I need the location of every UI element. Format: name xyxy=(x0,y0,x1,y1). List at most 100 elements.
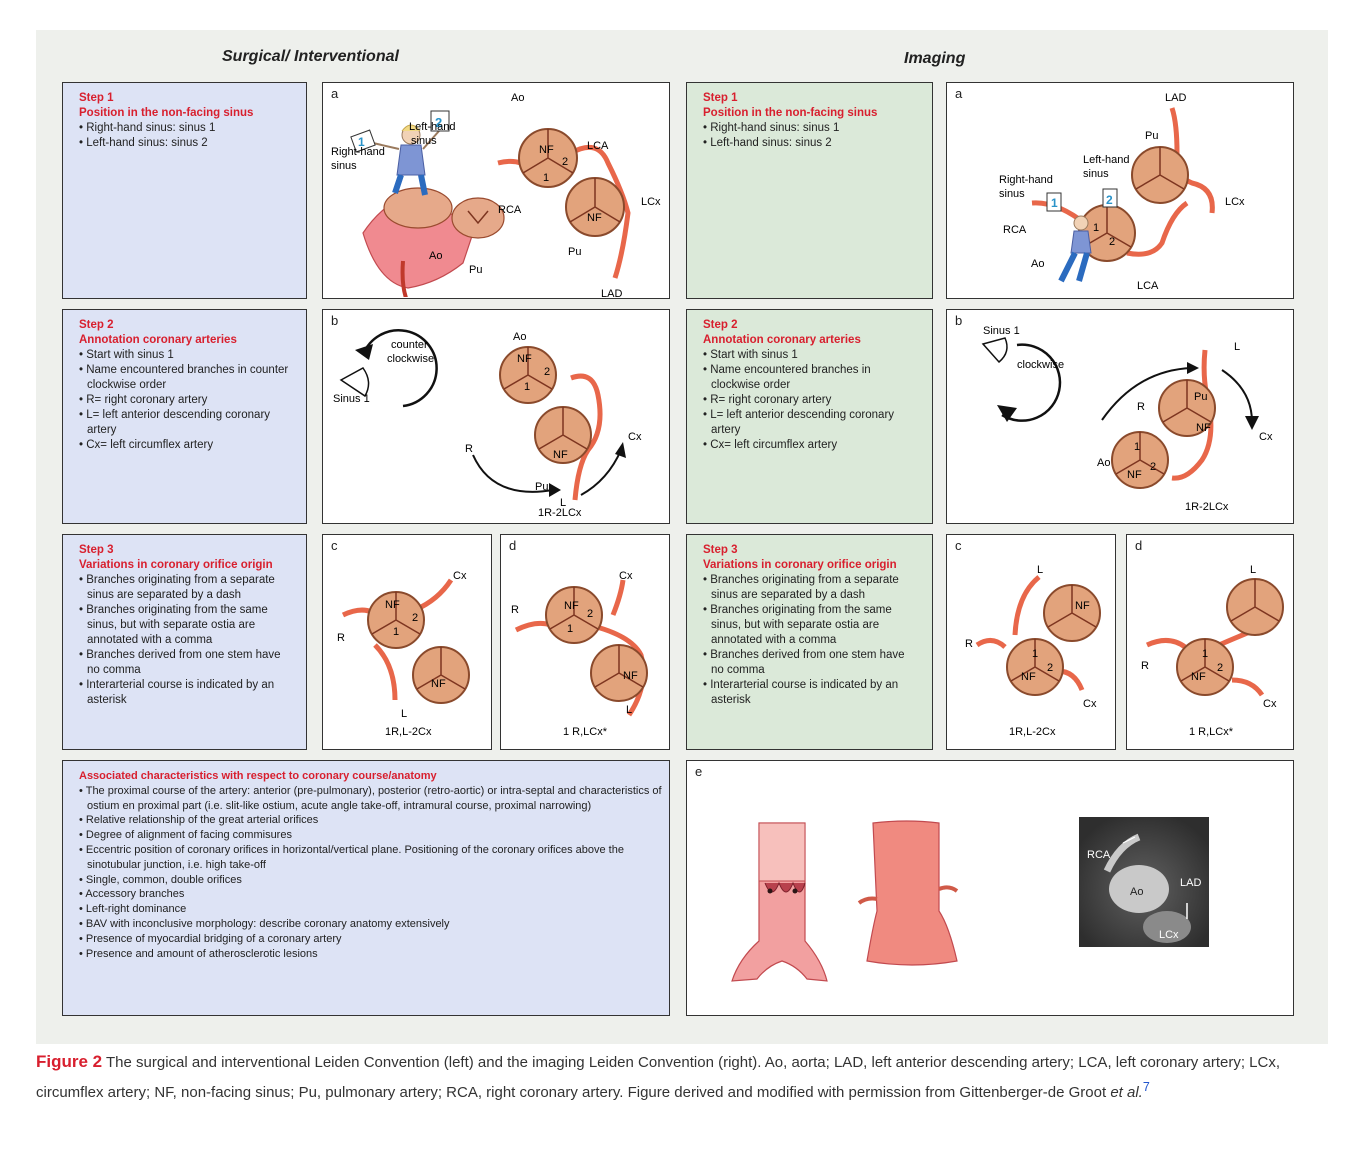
pu-label: Pu xyxy=(1145,130,1158,142)
rca-label: RCA xyxy=(1087,849,1111,861)
right-hand-sinus-label: Right-handsinus xyxy=(331,146,385,172)
cx-label: Cx xyxy=(1259,431,1273,443)
nf-label: NF xyxy=(517,353,532,365)
imaging-panel-c: c NF 1 2 NF L R Cx 1R,L-2Cx xyxy=(946,534,1116,750)
list-item: Start with sinus 1 xyxy=(703,348,913,363)
list-item: Branches derived from one stem have no c… xyxy=(703,648,918,678)
associated-box: Associated characteristics with respect … xyxy=(62,760,670,1016)
code-label: 1 R,LCx* xyxy=(563,726,608,738)
code-label: 1R-2LCx xyxy=(1185,501,1229,513)
nf-pu-label: NF xyxy=(1196,422,1211,434)
imaging-step3-box: Step 3 Variations in coronary orifice or… xyxy=(686,534,933,750)
list-item: Relative relationship of the great arter… xyxy=(79,813,664,828)
code-label: 1R,L-2Cx xyxy=(1009,726,1056,738)
list-item: Branches originating from a separate sin… xyxy=(703,573,918,603)
r-label: R xyxy=(1137,401,1145,413)
imaging-heading: Imaging xyxy=(904,50,965,68)
caption-etal: et al. xyxy=(1110,1084,1143,1101)
surgical-step3-text: Step 3 Variations in coronary orifice or… xyxy=(79,543,294,708)
imaging-step2-text: Step 2 Annotation coronary arteries Star… xyxy=(703,318,913,453)
figure-number: Figure 2 xyxy=(36,1052,102,1071)
clockwise-label: clockwise xyxy=(1017,359,1064,371)
sinus-2-label: 2 xyxy=(544,366,550,378)
l-label: L xyxy=(1234,341,1240,353)
surgical-panel-c-illustration: NF 2 1 NF R L Cx 1R,L-2Cx xyxy=(323,535,490,748)
list-item: Right-hand sinus: sinus 1 xyxy=(703,121,877,136)
associated-title: Associated characteristics with respect … xyxy=(79,769,664,784)
imaging-step1-box: Step 1 Position in the non-facing sinus … xyxy=(686,82,933,299)
surgical-panel-c: c NF 2 1 NF R L Cx 1R,L-2Cx xyxy=(322,534,492,750)
list-item: Branches originating from a separate sin… xyxy=(79,573,294,603)
cx-label: Cx xyxy=(628,431,642,443)
surgical-step2-box: Step 2 Annotation coronary arteries Star… xyxy=(62,309,307,524)
associated-text: Associated characteristics with respect … xyxy=(79,769,664,961)
nf-pu-label: NF xyxy=(623,670,638,682)
l-label: L xyxy=(1037,564,1043,576)
step-number: Step 1 xyxy=(703,91,877,106)
sinus-1-label: 1 xyxy=(1202,648,1208,660)
cx-label: Cx xyxy=(619,570,633,582)
list-item: The proximal course of the artery: anter… xyxy=(79,784,664,814)
r-artery-id xyxy=(1147,640,1185,647)
list-item: Branches originating from the same sinus… xyxy=(703,603,918,648)
imaging-panel-d-illustration: 1 2 NF L R Cx 1 R,LCx* xyxy=(1127,535,1292,748)
lcx-label: LCx xyxy=(1159,929,1179,941)
l-artery-ic xyxy=(1015,577,1039,635)
figure-caption: Figure 2 The surgical and interventional… xyxy=(36,1050,1330,1105)
list-item: Accessory branches xyxy=(79,887,664,902)
list-item: Left-right dominance xyxy=(79,902,664,917)
sinus-2-label: 2 xyxy=(412,612,418,624)
nf-label: NF xyxy=(1021,671,1036,683)
surgical-step3-box: Step 3 Variations in coronary orifice or… xyxy=(62,534,307,750)
list-item: Cx= left circumflex artery xyxy=(79,438,289,453)
person-legs xyxy=(1061,253,1087,281)
code-label: 1R-2LCx xyxy=(538,507,582,519)
imaging-step2-box: Step 2 Annotation coronary arteries Star… xyxy=(686,309,933,524)
sinus-wedge-icon xyxy=(983,338,1007,362)
l-to-cx-arrowhead xyxy=(1245,416,1259,430)
list-item: Name encountered branches in counter clo… xyxy=(79,363,289,393)
coronary-ostium xyxy=(768,889,773,894)
aortic-wall-upper xyxy=(759,823,805,881)
list-item: Left-hand sinus: sinus 2 xyxy=(79,136,253,151)
cx-artery-d xyxy=(613,580,623,615)
caption-text: The surgical and interventional Leiden C… xyxy=(36,1054,1280,1101)
sinus-1-label: 1 xyxy=(1134,441,1140,453)
pulmonary-valve-ellipse xyxy=(452,198,504,238)
l-label: L xyxy=(401,708,407,720)
ao-schema-label: Ao xyxy=(511,92,524,104)
nf-pu-label: NF xyxy=(553,449,568,461)
surgical-panel-d: d NF 2 1 NF R L Cx 1 R,LCx* xyxy=(500,534,670,750)
list-item: Start with sinus 1 xyxy=(79,348,289,363)
sinus-2-label: 2 xyxy=(1047,662,1053,674)
imaging-panel-b: b Sinus 1 clockwise L Pu NF 1 2 NF Ao R … xyxy=(946,309,1294,524)
list-item: R= right coronary artery xyxy=(79,393,289,408)
l-label: L xyxy=(1250,564,1256,576)
lcx-label: LCx xyxy=(1225,196,1245,208)
list-item: Presence of myocardial bridging of a cor… xyxy=(79,932,664,947)
sinus-1-label: 1 xyxy=(393,626,399,638)
surgical-step2-text: Step 2 Annotation coronary arteries Star… xyxy=(79,318,289,453)
surgical-panel-a-illustration: 1 2 Right-handsinus Left-handsinus Ao Pu… xyxy=(323,83,668,297)
list-item: Cx= left circumflex artery xyxy=(703,438,913,453)
sinus-2-label: 2 xyxy=(562,156,568,168)
nf-pu-label: NF xyxy=(587,212,602,224)
code-label: 1R,L-2Cx xyxy=(385,726,432,738)
list-item: Interarterial course is indicated by an … xyxy=(703,678,918,708)
list-item: Eccentric position of coronary orifices … xyxy=(79,843,664,873)
surgical-step1-box: Step 1 Position in the non-facing sinus … xyxy=(62,82,307,299)
cx-label: Cx xyxy=(1083,698,1097,710)
sinus-wedge-icon xyxy=(341,368,369,396)
imaging-step3-text: Step 3 Variations in coronary orifice or… xyxy=(703,543,918,708)
surgical-panel-d-illustration: NF 2 1 NF R L Cx 1 R,LCx* xyxy=(501,535,668,748)
coronary-ostium xyxy=(793,889,798,894)
list-item: Name encountered branches in clockwise o… xyxy=(703,363,913,393)
imaging-step1-text: Step 1 Position in the non-facing sinus … xyxy=(703,91,877,151)
sinus-1-label: 1 xyxy=(524,381,530,393)
list-item: Single, common, double orifices xyxy=(79,873,664,888)
sinus1-label: Sinus 1 xyxy=(983,325,1020,337)
sinus-2-label: 2 xyxy=(1150,461,1156,473)
sinus-1-label: 1 xyxy=(1032,648,1038,660)
step-title: Position in the non-facing sinus xyxy=(79,106,253,121)
